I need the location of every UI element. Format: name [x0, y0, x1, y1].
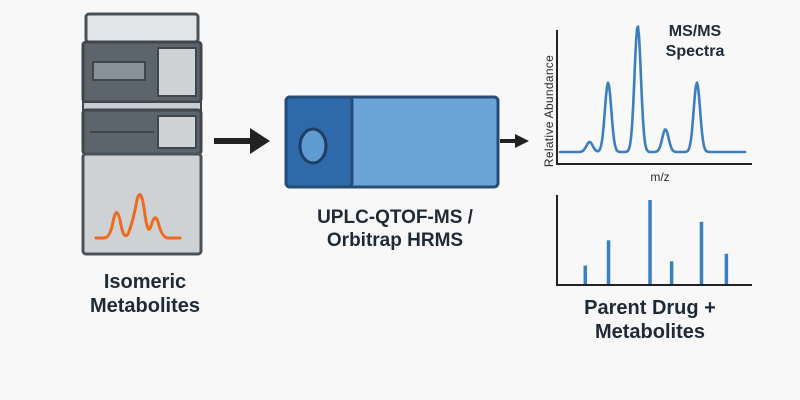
x-axis-label: m/z [650, 170, 670, 184]
hplc-upper-panel [157, 47, 197, 97]
instrument-label-line2: Orbitrap HRMS [326, 229, 464, 251]
isomeric-metabolites-label: Isomeric Metabolites [60, 270, 230, 318]
msms-spectrum-line [558, 25, 747, 154]
mass-spectrometer-icon [284, 95, 500, 189]
hplc-top-cap [84, 12, 200, 44]
isomeric-label-line1: Isomeric [103, 271, 187, 293]
right-arrow-icon [500, 134, 529, 148]
stick-spectrum-chart [556, 195, 752, 286]
y-axis-label: Relative Abundance [542, 54, 556, 168]
right-arrow-icon [214, 128, 270, 154]
spectra-title-line1: MS/MS [668, 23, 722, 40]
parent-drug-label: Parent Drug + Metabolites [555, 296, 745, 344]
instrument-label-line1: UPLC-QTOF-MS / [317, 207, 473, 228]
hplc-middle-panel [157, 115, 197, 149]
parent-label-line1: Parent Drug + [584, 297, 716, 319]
ms-inlet-port [298, 127, 328, 165]
stick-axes [556, 195, 752, 286]
hplc-display-window [92, 61, 146, 81]
isomeric-label-line2: Metabolites [89, 295, 201, 317]
parent-label-line2: Metabolites [594, 321, 706, 343]
msms-spectrum-chart [556, 25, 752, 165]
instrument-label: UPLC-QTOF-MS / Orbitrap HRMS [270, 207, 520, 253]
hplc-instrument-icon [81, 12, 203, 256]
msms-spectra-title: MS/MS Spectra [645, 22, 745, 63]
spectra-title-line2: Spectra [665, 43, 725, 61]
chromatogram-trace [94, 193, 182, 240]
msms-axes [556, 30, 752, 165]
